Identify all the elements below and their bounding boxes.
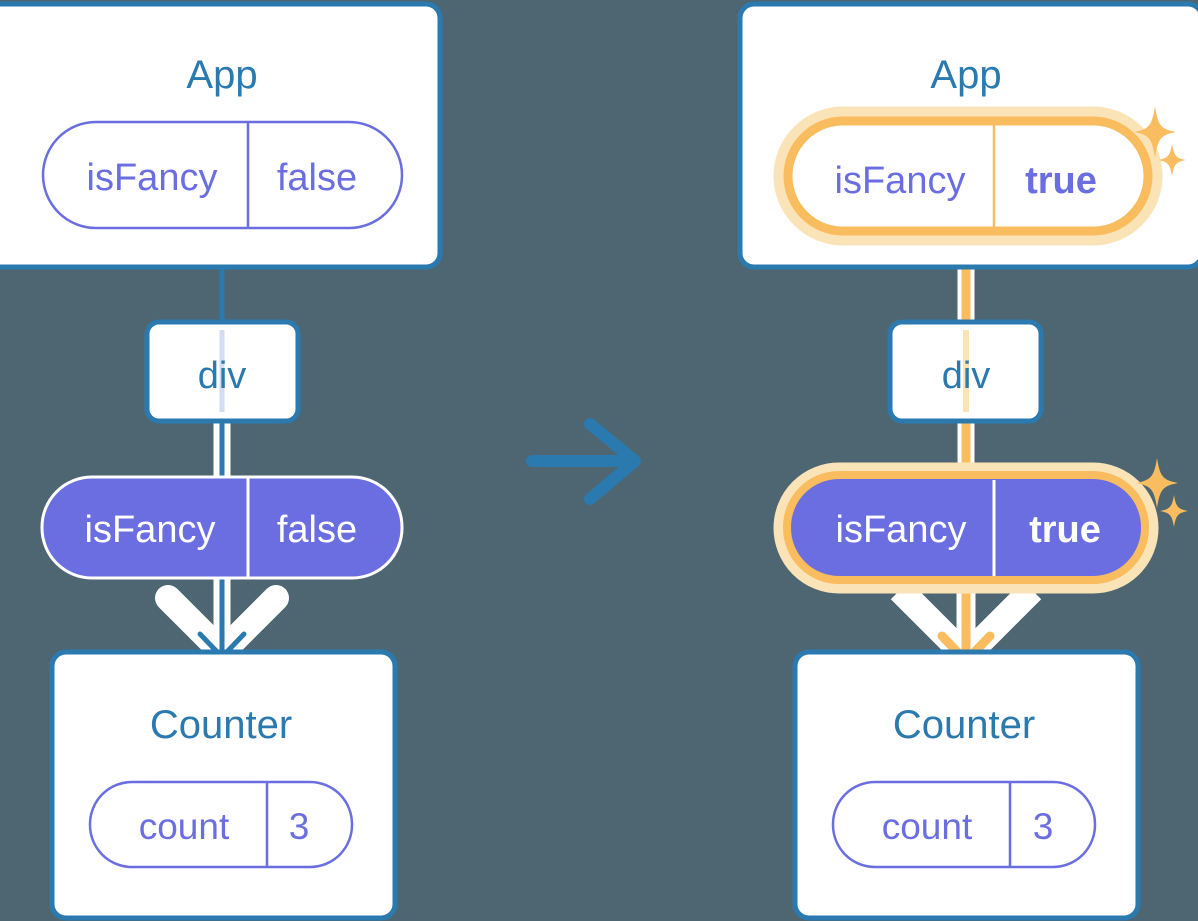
- sparkle-icon-app-right: [1134, 106, 1186, 176]
- arrow-pill-to-counter-left: [197, 566, 247, 660]
- div-node-left: div: [144, 319, 301, 424]
- div-node-right: div: [887, 319, 1044, 424]
- app-pill-left: isFancy false: [41, 120, 404, 230]
- counter-pill-left: count 3: [88, 780, 354, 869]
- counter-card-right: Counter count 3: [792, 649, 1141, 921]
- app-pill-key-right: isFancy: [835, 160, 966, 202]
- counter-pill-key-right: count: [882, 806, 973, 847]
- app-card-heading-right: App: [930, 53, 1001, 97]
- prop-pill-right: isFancy true: [773, 462, 1159, 594]
- div-node-label-left: div: [198, 355, 247, 397]
- counter-pill-right: count 3: [831, 780, 1097, 869]
- app-pill-highlight-glow-right: [773, 106, 1163, 246]
- sparkle-icon-prop-right: [1136, 458, 1188, 527]
- prop-pill-value-left: false: [277, 509, 357, 551]
- app-card-heading-left: App: [186, 53, 257, 97]
- counter-pill-value-right: 3: [1033, 806, 1054, 847]
- prop-pill-left: isFancy false: [40, 475, 404, 580]
- app-pill-key-left: isFancy: [87, 157, 218, 199]
- counter-pill-value-left: 3: [289, 806, 310, 847]
- counter-card-heading-left: Counter: [150, 703, 292, 747]
- counter-card-left: Counter count 3: [49, 649, 398, 921]
- prop-pill-key-right: isFancy: [836, 509, 967, 551]
- prop-pill-highlight-glow-right: [773, 462, 1159, 594]
- prop-pill-value-right: true: [1029, 509, 1101, 551]
- counter-card-heading-right: Counter: [893, 703, 1035, 747]
- arrow-right-icon: [526, 418, 641, 505]
- app-pill-value-right: true: [1025, 160, 1097, 202]
- app-pill-highlight-ring-right: [783, 116, 1153, 236]
- app-pill-value-left: false: [277, 157, 357, 199]
- div-node-label-right: div: [942, 355, 991, 397]
- fan-arrow-white-left: [155, 585, 289, 665]
- prop-pill-highlight-ring-right: [783, 471, 1149, 584]
- prop-pill-key-left: isFancy: [85, 509, 216, 551]
- counter-pill-key-left: count: [139, 806, 230, 847]
- app-pill-right: isFancy true: [773, 106, 1163, 246]
